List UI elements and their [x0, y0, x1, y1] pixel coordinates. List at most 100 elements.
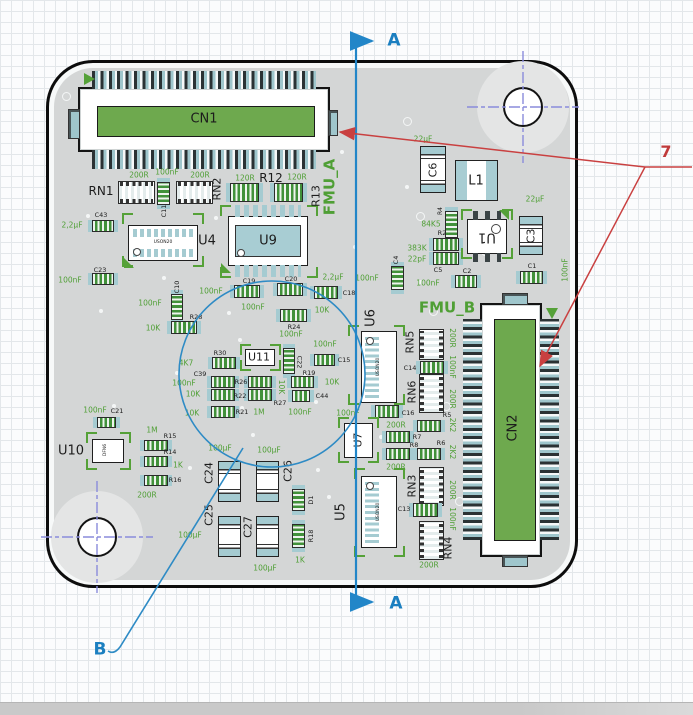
silkscreen-label: D1	[306, 495, 315, 505]
cap-c39	[211, 376, 235, 388]
res-r2	[433, 238, 459, 251]
silkscreen-label: R26	[234, 377, 248, 386]
res-r12a	[230, 183, 259, 202]
silkscreen-label: R13	[309, 185, 323, 207]
connector-body	[494, 319, 536, 541]
pin1-marker-cn1	[84, 73, 95, 85]
silkscreen-label: C18	[342, 288, 356, 297]
silkscreen-label: 22µF	[525, 194, 545, 204]
silkscreen-label: USON20	[153, 239, 173, 245]
ic-u9	[228, 205, 308, 277]
bracket-corner	[220, 205, 231, 216]
ic-u6	[361, 331, 397, 403]
silkscreen-label: R12	[259, 171, 283, 185]
silkscreen-label: 2K2	[447, 417, 457, 433]
silkscreen-label: 100µF	[257, 445, 281, 455]
ic-pins	[473, 253, 501, 262]
bracket-corner	[394, 394, 405, 405]
bracket-corner	[354, 468, 365, 479]
bracket-corner	[354, 546, 365, 557]
silkscreen-label: 200R	[129, 170, 149, 180]
via-dot	[340, 150, 344, 154]
silkscreen-label: 100nF	[155, 167, 179, 177]
silkscreen-label: 100nF	[83, 405, 107, 415]
cap-c14	[420, 361, 444, 374]
silkscreen-label: 100nF	[199, 286, 223, 296]
connector-cn1	[68, 71, 338, 169]
bracket-corner	[120, 432, 131, 443]
callout-label: A	[389, 593, 403, 614]
pin1-marker-u1	[499, 210, 509, 220]
silkscreen-label: C22	[295, 355, 304, 369]
bracket-corner	[86, 432, 97, 443]
bracket-corner	[270, 360, 281, 371]
bracket-corner	[338, 452, 349, 463]
silkscreen-label: R16	[168, 475, 182, 484]
via-dot	[251, 433, 255, 437]
silkscreen-label: 100nF	[288, 407, 312, 417]
silkscreen-label: U4	[198, 233, 216, 249]
silkscreen-label: 10K	[324, 377, 340, 387]
page-bottom-bar	[0, 702, 693, 715]
silkscreen-label: 383K	[407, 243, 427, 253]
bracket-corner	[122, 213, 133, 224]
callout-label: 7	[660, 142, 672, 161]
silkscreen-label: C4	[391, 255, 400, 265]
silkscreen-label: 10K	[314, 305, 330, 315]
cap-c18	[314, 286, 338, 299]
via-dot	[227, 311, 231, 315]
cap-c43	[92, 220, 114, 232]
ic-u4	[128, 225, 198, 261]
silkscreen-label: 100nF	[336, 408, 360, 418]
via-dot	[175, 371, 179, 375]
connector-body	[97, 106, 315, 137]
silkscreen-label: C13	[397, 504, 411, 513]
res-r12b	[274, 183, 303, 202]
via-dot	[418, 280, 422, 284]
silkscreen-label: 1M	[146, 425, 158, 435]
silkscreen-label: RN2	[210, 177, 224, 201]
silkscreen-label: C3	[524, 228, 538, 244]
pin1-dot	[237, 249, 245, 257]
cap-c13	[413, 503, 438, 517]
silkscreen-label: CN2	[505, 414, 521, 442]
silkscreen-label: 100µF	[253, 563, 277, 573]
pin1-dot	[366, 337, 374, 345]
silkscreen-label: C1	[527, 261, 537, 270]
silkscreen-label: 10K	[184, 408, 200, 418]
silkscreen-label: R7	[412, 432, 422, 441]
silkscreen-label: 200R	[447, 328, 457, 348]
silkscreen-label: 10K	[145, 323, 161, 333]
cap-c5	[433, 252, 459, 265]
bracket-corner	[502, 248, 513, 259]
silkscreen-label: R18	[306, 529, 315, 543]
silkscreen-label: C15	[337, 355, 351, 364]
silkscreen-label: 100nF	[58, 275, 82, 285]
silkscreen-label: U9	[259, 233, 277, 249]
ic-u5	[361, 476, 397, 548]
connector-latch	[68, 109, 80, 139]
cap-c25	[218, 516, 241, 557]
via-dot	[86, 214, 90, 218]
via-dot	[112, 404, 116, 408]
bracket-corner	[193, 256, 204, 267]
pin-comb	[540, 319, 559, 540]
bracket-corner	[394, 546, 405, 557]
silkscreen-label: 22pF	[407, 254, 427, 264]
bracket-corner	[348, 325, 359, 336]
res-r27	[248, 389, 272, 401]
silkscreen-label: U11	[247, 350, 271, 364]
silkscreen-label: 120R	[235, 173, 255, 183]
silkscreen-label: R8	[409, 440, 419, 449]
rnet-rn1b	[176, 181, 213, 204]
mounting-hole-bottomleft	[77, 517, 117, 557]
silkscreen-label: C14	[403, 363, 417, 372]
rnet-rn6	[419, 374, 444, 413]
callout-label: A	[387, 30, 401, 51]
res-r4	[445, 211, 458, 238]
silkscreen-label: USON20	[375, 357, 381, 377]
silkscreen-label: C25	[202, 504, 216, 526]
silkscreen-label: 100nF	[355, 273, 379, 283]
silkscreen-label: U6	[363, 309, 379, 327]
